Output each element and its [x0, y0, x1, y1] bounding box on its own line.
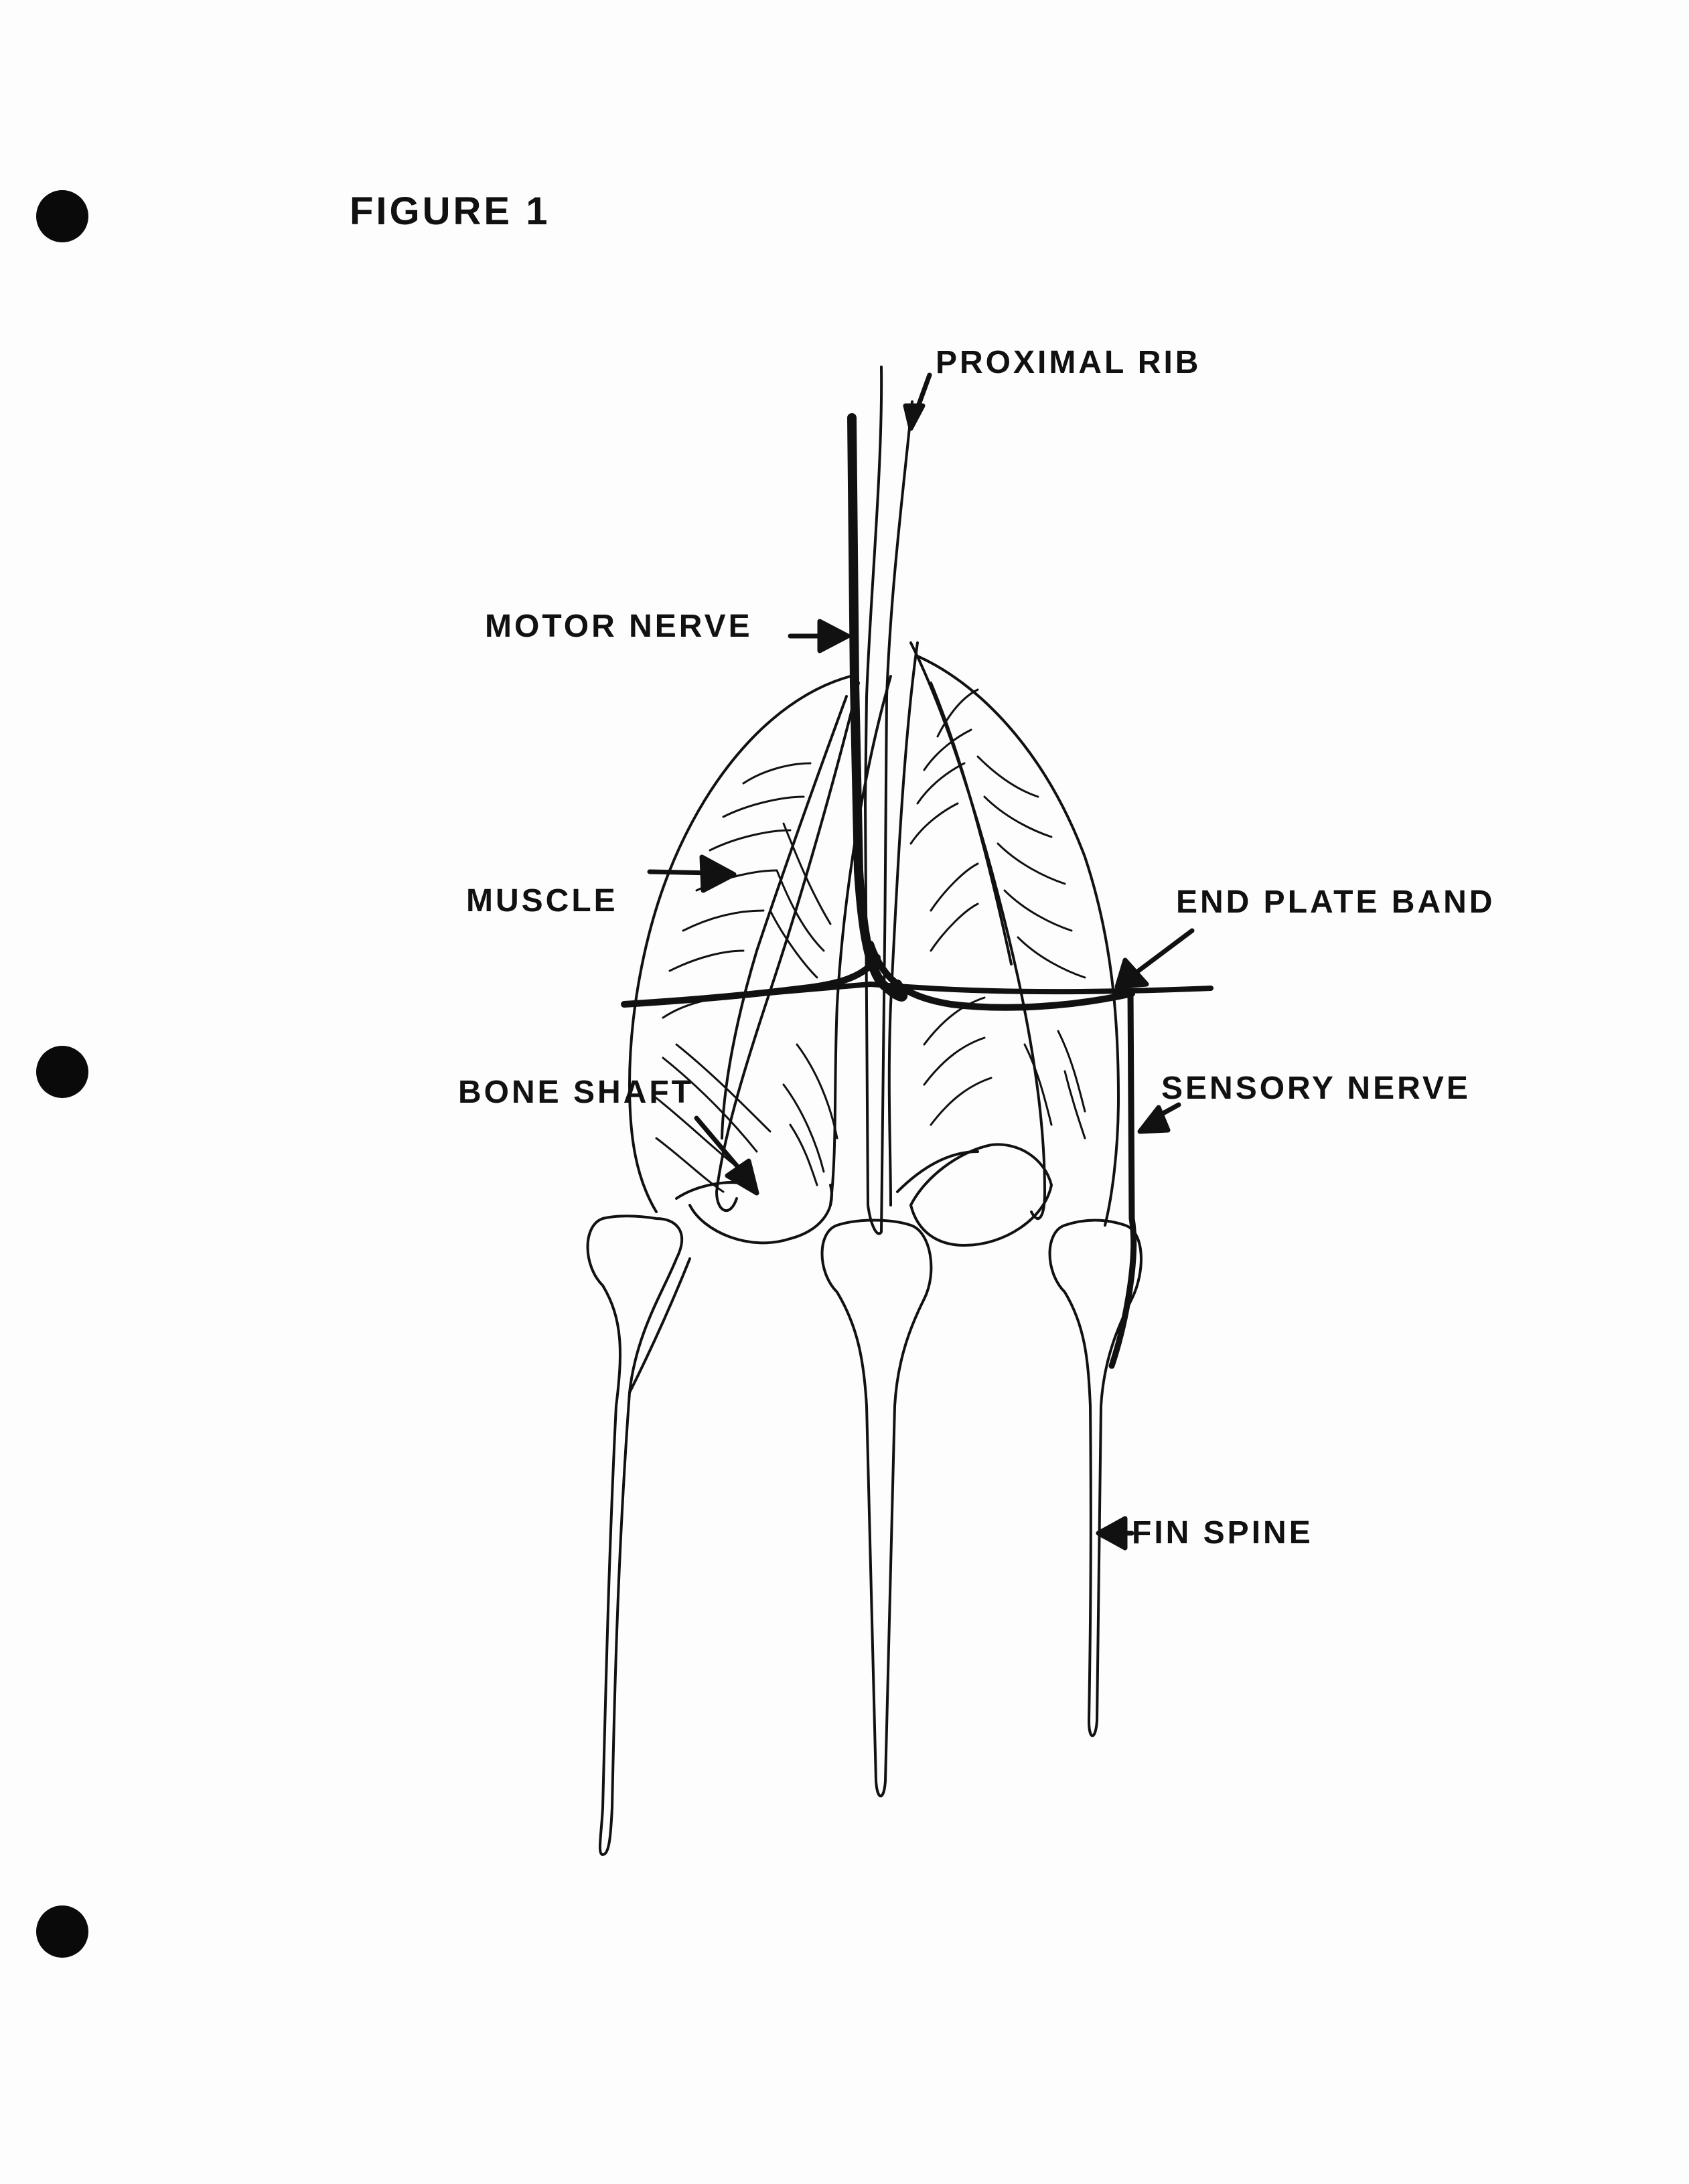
muscle-left-cup — [688, 1184, 833, 1245]
muscle-right-outline — [916, 655, 1120, 1227]
motor-nerve — [847, 413, 908, 1002]
fin-spine-left — [586, 1215, 684, 1856]
label-motor-nerve: MOTOR NERVE — [485, 609, 753, 644]
muscle-right-inner-2 — [930, 682, 1013, 965]
fin-spine-middle — [820, 1219, 933, 1798]
proximal-rib — [864, 366, 913, 1235]
figure-title: FIGURE 1 — [350, 189, 550, 233]
label-proximal-rib: PROXIMAL RIB — [936, 345, 1201, 380]
muscle-center-cup — [896, 1150, 979, 1193]
binder-hole-middle — [36, 1046, 88, 1098]
end-plate-band-line — [621, 982, 1214, 1007]
muscle-fibers — [655, 688, 1086, 1193]
label-arrows — [647, 372, 1195, 1551]
muscle-left-inner-2 — [721, 695, 848, 1140]
fin-spine-right — [1048, 1219, 1143, 1737]
muscle-left-outline — [628, 675, 852, 1213]
label-end-plate-band: END PLATE BAND — [1176, 884, 1495, 920]
label-muscle: MUSCLE — [466, 883, 618, 919]
muscle-left-inner — [715, 682, 860, 1213]
sensory-nerve — [1108, 988, 1137, 1369]
label-sensory-nerve: SENSORY NERVE — [1161, 1071, 1471, 1106]
label-fin-spine: FIN SPINE — [1132, 1515, 1313, 1551]
label-bone-shaft: BONE SHAFT — [458, 1075, 694, 1110]
motor-nerve-branch-right — [867, 941, 1135, 1011]
arrow-bone-shaft — [694, 1115, 743, 1173]
muscle-right-cup — [909, 1143, 1053, 1247]
muscle-right-inner — [909, 641, 1046, 1220]
fin-spine-left-inner — [628, 1257, 691, 1394]
binder-hole-top — [36, 190, 88, 242]
arrow-end-plate-band — [1136, 928, 1195, 973]
binder-hole-bottom — [36, 1905, 88, 1958]
muscle-middle-outline-2 — [887, 641, 919, 1206]
